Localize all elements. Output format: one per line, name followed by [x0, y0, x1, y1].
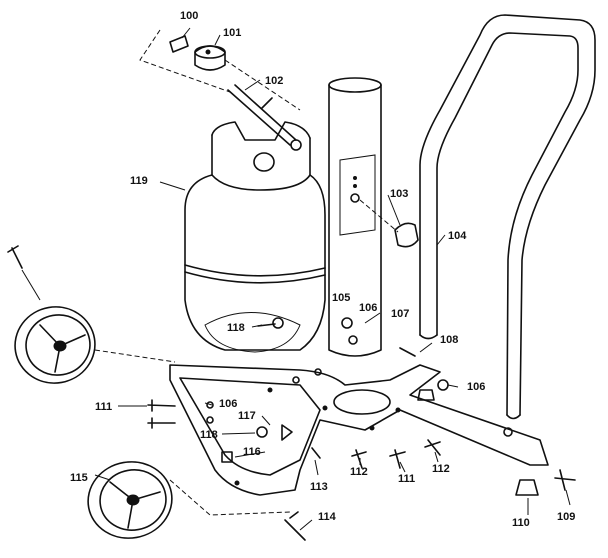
callout-116: 116 [243, 446, 261, 458]
callout-100: 100 [180, 10, 198, 22]
leader-lines [94, 27, 571, 531]
callout-119: 119 [130, 175, 148, 187]
callout-115: 115 [70, 472, 88, 484]
callout-labels: 100 101 102 119 103 104 105 106 107 118 … [70, 10, 575, 529]
callout-118-b: 118 [200, 429, 218, 441]
tank-cylinder-part-107 [328, 77, 382, 357]
callout-105: 105 [332, 292, 350, 304]
bolt-left [7, 245, 41, 301]
callout-106-c: 106 [219, 398, 237, 410]
upper-wheel [14, 306, 176, 384]
callout-110: 110 [512, 517, 530, 529]
callout-104: 104 [448, 230, 467, 242]
handle-part-104 [419, 14, 596, 420]
callout-112-b: 112 [432, 463, 450, 475]
callout-112-a: 112 [350, 466, 368, 478]
callout-117: 117 [238, 410, 256, 422]
base-frame [169, 364, 549, 496]
callout-107: 107 [391, 308, 409, 320]
callout-111-a: 111 [95, 401, 112, 413]
callout-108: 108 [440, 334, 458, 346]
hardware-parts [147, 317, 576, 541]
callout-114: 114 [318, 511, 337, 523]
callout-118-a: 118 [227, 322, 245, 334]
callout-109: 109 [557, 511, 575, 523]
propane-tank-part-119 [184, 121, 326, 353]
lower-wheel-part-115 [87, 461, 291, 539]
callout-102: 102 [265, 75, 283, 87]
callout-101: 101 [223, 27, 241, 39]
valve-elbow-part-103 [359, 199, 419, 248]
regulator-assembly [139, 29, 302, 151]
callout-106-a: 106 [359, 302, 377, 314]
callout-113: 113 [310, 481, 328, 493]
callout-111-b: 111 [398, 473, 415, 485]
callout-103: 103 [390, 188, 408, 200]
callout-106-b: 106 [467, 381, 485, 393]
